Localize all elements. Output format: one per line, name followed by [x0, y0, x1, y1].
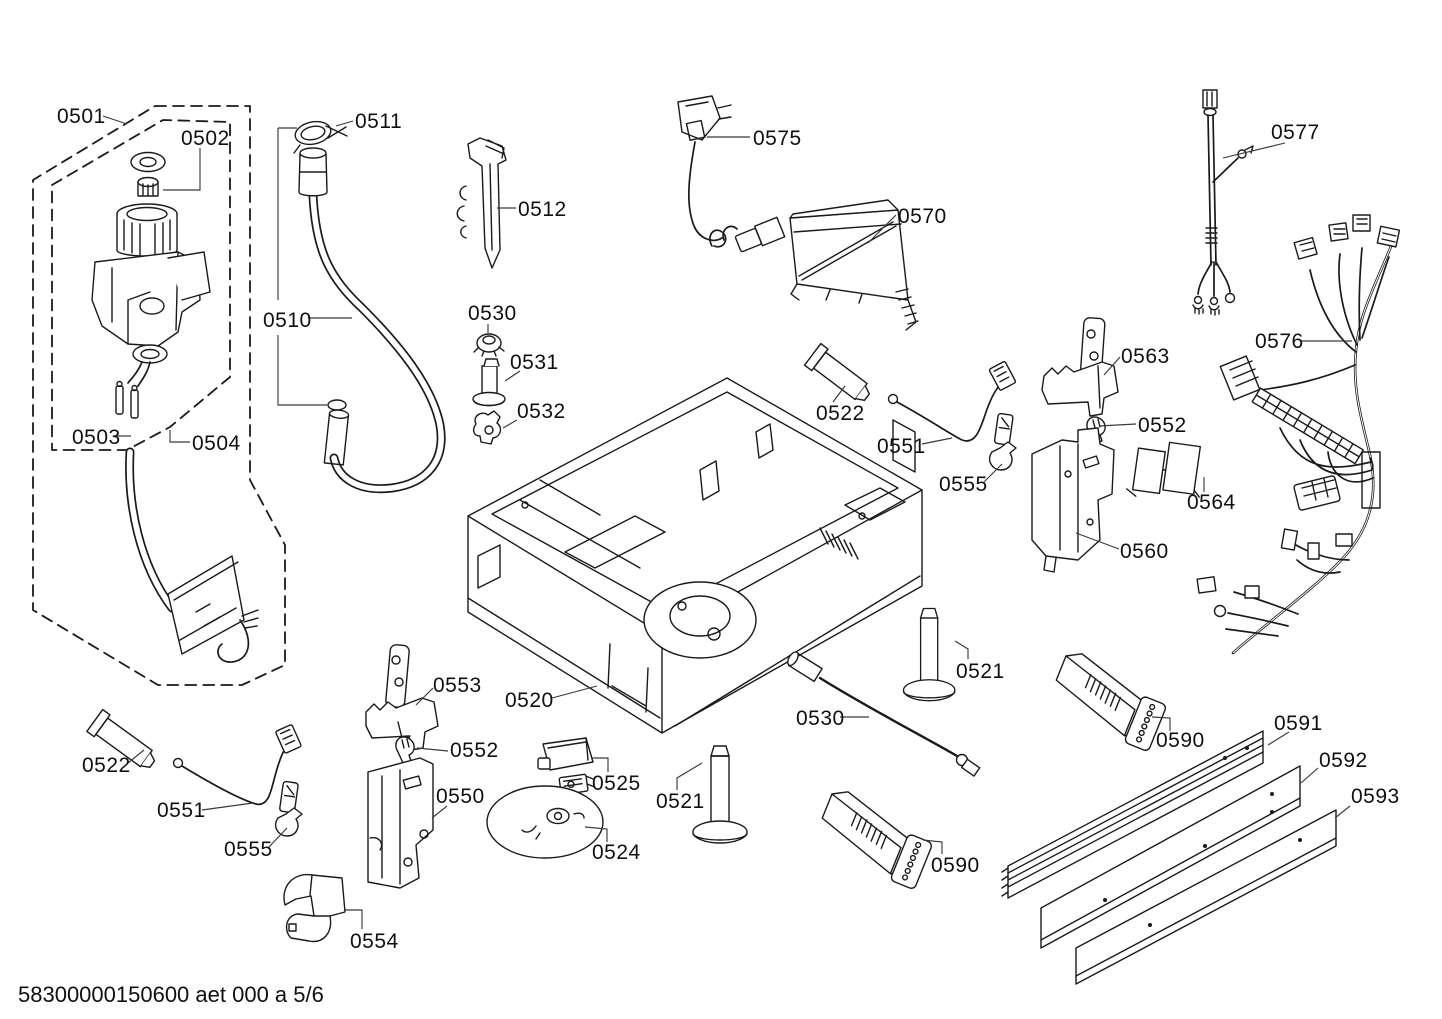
part-0510-supply-hose	[298, 147, 446, 494]
part-0551-sensor-wire-right	[887, 361, 1017, 442]
part-0531-screw	[472, 358, 506, 407]
part-callout-0593: 0593	[1351, 785, 1400, 808]
part-0552-clip-left	[395, 736, 415, 764]
part-callout-0522-right: 0522	[816, 402, 865, 425]
part-callout-0524: 0524	[592, 841, 641, 864]
part-callout-0502: 0502	[181, 127, 230, 150]
part-callout-0525: 0525	[592, 772, 641, 795]
part-0522-spring-right	[803, 342, 870, 402]
part-0520-base-assembly	[467, 377, 923, 734]
document-number-footer: 58300000150600 aet 000 a 5/6	[18, 982, 324, 1007]
part-callout-0532: 0532	[517, 400, 566, 423]
part-callout-0591: 0591	[1274, 712, 1323, 735]
part-0551-sensor-wire-left	[172, 724, 302, 806]
part-callout-0563: 0563	[1121, 345, 1170, 368]
part-callout-0577: 0577	[1271, 121, 1320, 144]
part-0564-terminal-block	[1126, 441, 1202, 498]
dashed-enclosure-0501	[32, 105, 286, 686]
part-0512-bracket	[456, 137, 507, 269]
part-0555-latch-right	[988, 412, 1017, 471]
part-callout-0551-left: 0551	[157, 799, 206, 822]
part-0592-panel	[1040, 765, 1301, 949]
part-callout-0555-right: 0555	[939, 473, 988, 496]
part-0521-leveling-screw-left	[692, 745, 748, 844]
callout-labels: 0501 0502 0503 0504 0510 0511 0512 0530 …	[57, 105, 1400, 953]
part-0532-mount	[472, 410, 502, 445]
part-callout-0501: 0501	[57, 105, 106, 128]
part-0555-latch-left	[274, 780, 303, 837]
part-callout-0560: 0560	[1120, 540, 1169, 563]
part-callout-0530-top: 0530	[468, 302, 517, 325]
part-callout-0553: 0553	[433, 674, 482, 697]
part-0524-disc	[486, 785, 604, 859]
part-callout-0564: 0564	[1187, 491, 1236, 514]
part-callout-0503: 0503	[72, 426, 121, 449]
part-callout-0552-right: 0552	[1138, 414, 1187, 437]
part-callout-0590-lower: 0590	[931, 854, 980, 877]
part-callout-0555-left: 0555	[224, 838, 273, 861]
part-callout-0590-upper: 0590	[1156, 729, 1205, 752]
part-0511-hose-clamp	[293, 120, 348, 154]
part-0530-cord	[787, 651, 981, 777]
part-callout-0512: 0512	[518, 198, 567, 221]
part-callout-0520: 0520	[505, 689, 554, 712]
part-0521-leveling-screw-right	[902, 607, 956, 702]
part-callout-0521-left: 0521	[656, 790, 705, 813]
part-0590-rail-lower	[809, 785, 940, 891]
part-0522-spring-left	[86, 708, 156, 768]
part-0577-wire-harness	[1192, 89, 1254, 316]
part-0530-star-nut	[473, 333, 505, 357]
part-callout-0530-bottom: 0530	[796, 707, 845, 730]
leader-lines	[102, 115, 1352, 929]
part-flow-sensor	[167, 555, 259, 663]
part-callout-0522-left: 0522	[82, 754, 131, 777]
part-callout-0504: 0504	[192, 432, 241, 455]
part-0553-bracket	[365, 644, 439, 751]
part-0590-rail-upper	[1043, 647, 1174, 753]
part-0591-panel	[1001, 730, 1264, 899]
part-callout-0576: 0576	[1255, 330, 1304, 353]
part-callout-0570: 0570	[898, 205, 947, 228]
part-0554-bracket	[283, 873, 346, 943]
part-callout-0552-left: 0552	[450, 739, 499, 762]
part-callout-0510: 0510	[263, 309, 312, 332]
part-callout-0592: 0592	[1319, 749, 1368, 772]
part-0560-bracket	[1031, 427, 1115, 573]
part-0593-panel	[1075, 809, 1337, 985]
part-0501-inlet-valve-assembly	[91, 151, 259, 663]
part-0563-bracket	[1041, 317, 1119, 417]
part-callout-0511: 0511	[355, 110, 402, 133]
part-callout-0521-right: 0521	[956, 660, 1005, 683]
part-callout-0554: 0554	[350, 930, 399, 953]
part-callout-0550: 0550	[436, 785, 485, 808]
part-callout-0575: 0575	[753, 127, 802, 150]
part-0575-power-cord	[677, 95, 786, 253]
part-callout-0531: 0531	[510, 351, 559, 374]
part-0576-cable-harness	[1196, 214, 1401, 655]
part-0550-bracket	[367, 757, 434, 889]
part-callout-0551-right: 0551	[877, 435, 926, 458]
